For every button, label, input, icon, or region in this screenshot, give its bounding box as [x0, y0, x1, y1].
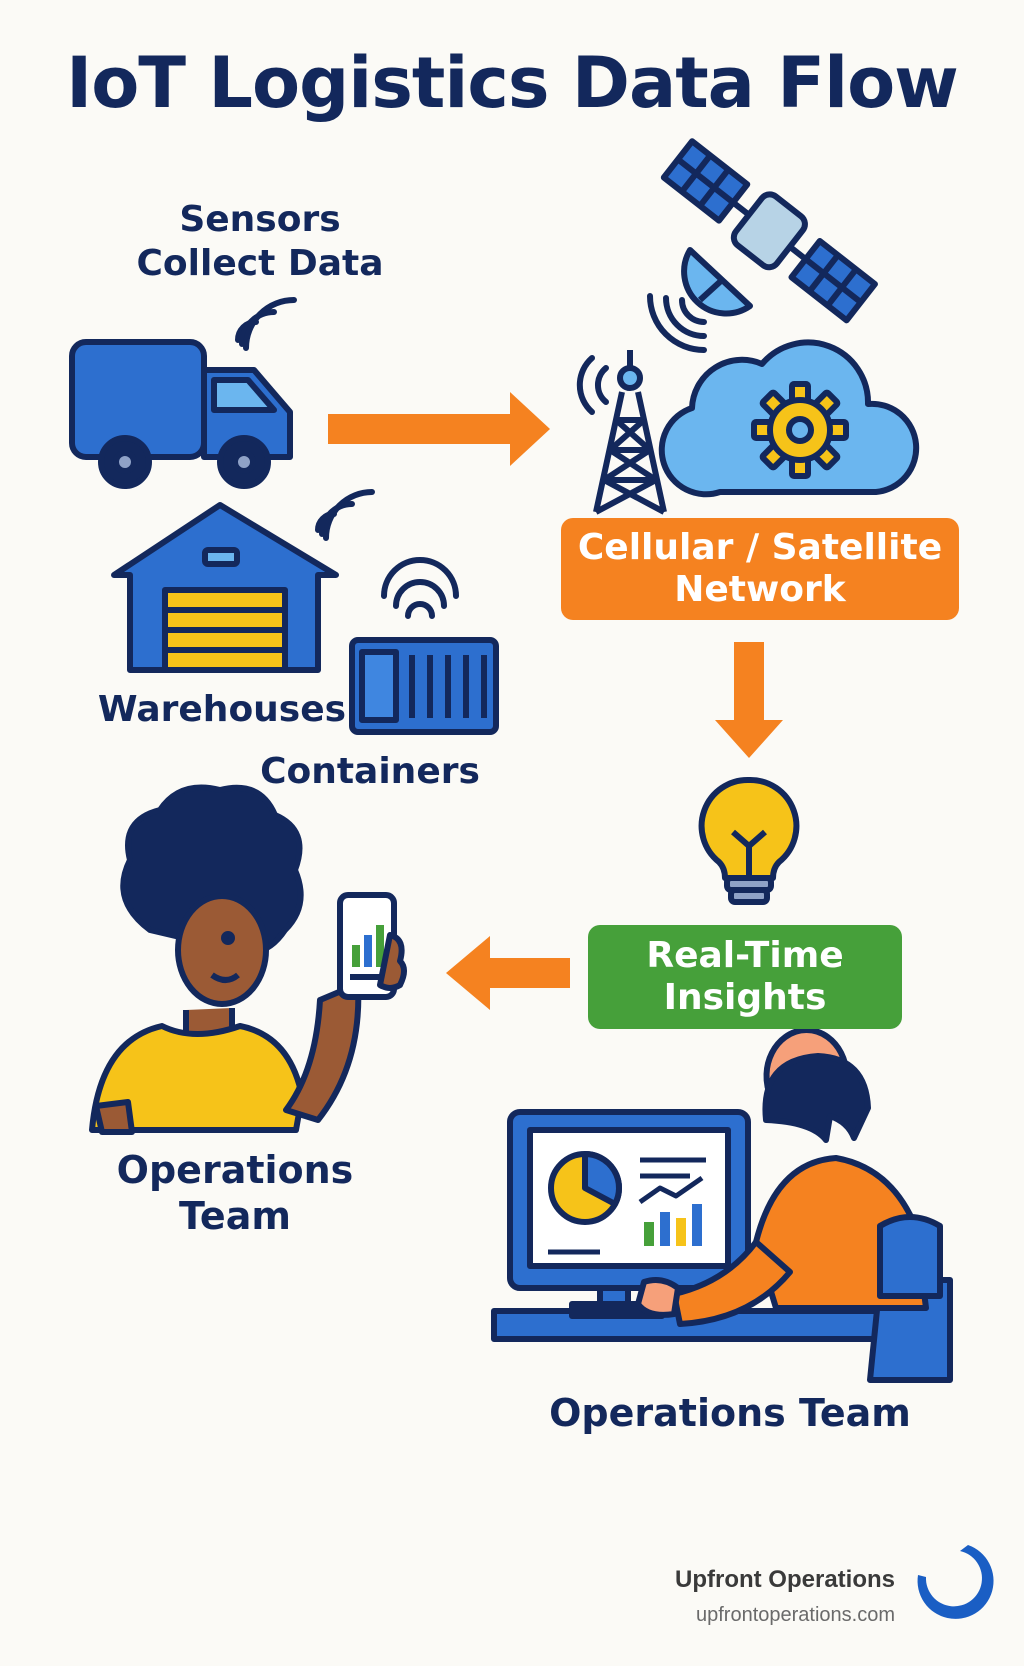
warehouse-icon — [111, 502, 339, 673]
containers-label: Containers — [260, 751, 480, 792]
brand-url[interactable]: upfrontoperations.com — [695, 1604, 895, 1626]
arrow-left-icon — [446, 936, 570, 1010]
person-at-computer-icon — [491, 1027, 953, 1383]
network-box: Cellular / Satellite Network — [561, 518, 959, 620]
arrow-right-icon — [328, 392, 550, 466]
operations-team-label-left: Operations Team — [90, 1147, 380, 1240]
page-title: IoT Logistics Data Flow — [66, 42, 959, 124]
arrow-down-icon — [715, 642, 783, 758]
sensors-label-text: Sensors Collect Data — [136, 199, 384, 284]
insights-label: Real-Time Insights — [646, 934, 844, 1018]
operations-team-left-text: Operations Team — [116, 1148, 354, 1239]
person-with-phone-icon — [89, 784, 407, 1135]
signal-waves-icon — [576, 355, 609, 415]
insights-box: Real-Time Insights — [588, 925, 902, 1029]
cell-tower-icon — [593, 350, 667, 515]
container-icon — [349, 637, 499, 735]
signal-waves-icon — [235, 297, 297, 351]
truck-icon — [69, 339, 293, 489]
warehouses-label: Warehouses — [97, 689, 347, 730]
sensors-label: Sensors Collect Data — [110, 198, 410, 286]
operations-team-label-right: Operations Team — [549, 1391, 911, 1435]
signal-waves-icon — [647, 293, 707, 353]
lightbulb-icon — [698, 776, 800, 905]
signal-waves-icon — [381, 557, 459, 619]
network-label: Cellular / Satellite Network — [577, 526, 943, 610]
satellite-icon — [660, 138, 878, 324]
cloud-gear-icon — [658, 339, 920, 498]
brand-logo-icon — [917, 1545, 994, 1620]
signal-waves-icon — [315, 489, 375, 541]
brand-name: Upfront Operations — [675, 1566, 895, 1593]
